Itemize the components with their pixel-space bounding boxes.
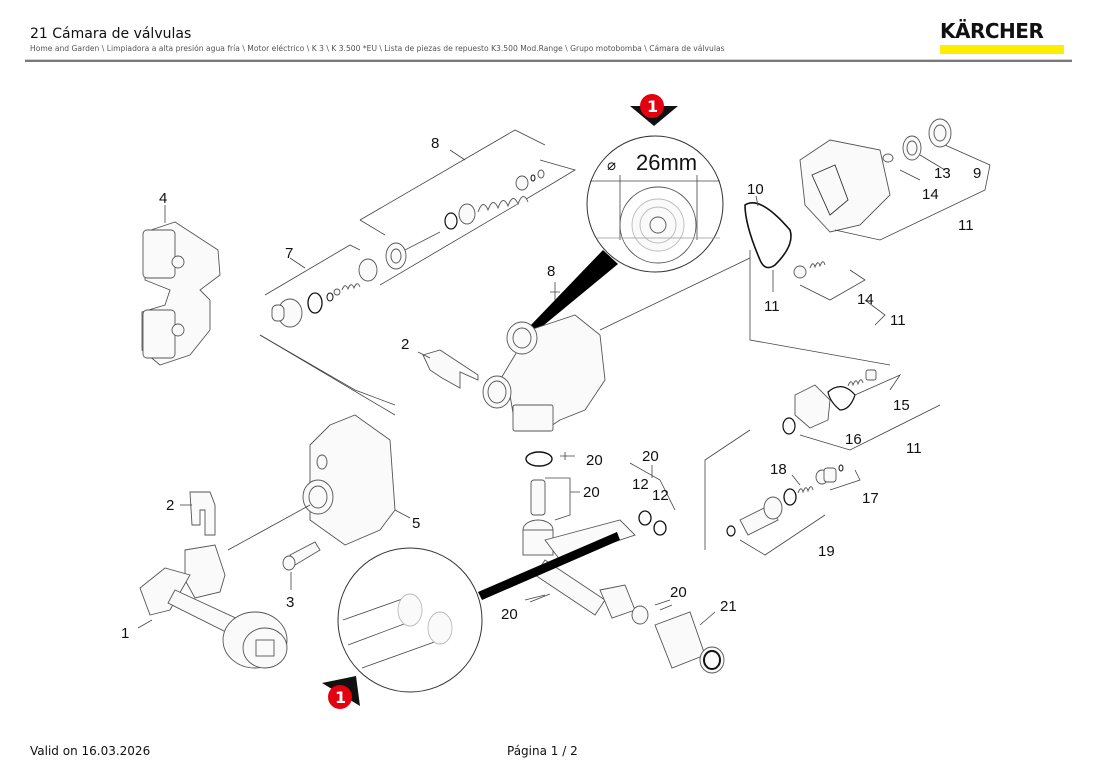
breadcrumb: Home and Garden \ Limpiadora a alta pres… (30, 44, 725, 53)
callout-13: 13 (934, 165, 951, 182)
inlet-tube-assembly[interactable] (522, 451, 636, 616)
karcher-logo: KÄRCHER (940, 20, 1066, 54)
callout-1: 1 (121, 625, 129, 642)
callout-20-oring: 20 (586, 452, 603, 469)
callout-11-lower: 11 (906, 440, 922, 457)
callout-20-stem: 20 (583, 484, 600, 501)
part-3-screw[interactable] (282, 541, 321, 571)
part-19-valve-body[interactable] (726, 488, 797, 537)
detail-view-top: ⌀ 26mm (586, 135, 724, 273)
part-18-spring[interactable] (797, 486, 814, 494)
callout-20-lower: 20 (501, 606, 518, 623)
part-8-valve-components[interactable] (385, 169, 545, 270)
page-number: Página 1 / 2 (507, 744, 578, 758)
callout-9: 9 (973, 165, 981, 182)
callout-11-seal: 11 (764, 298, 780, 315)
pump-head[interactable] (799, 118, 952, 233)
header-divider (25, 59, 1072, 62)
callout-2-central: 2 (401, 336, 409, 353)
callout-11-mid: 11 (890, 312, 906, 329)
part-4-bracket[interactable] (141, 221, 221, 366)
callout-3: 3 (286, 594, 294, 611)
callout-18: 18 (770, 461, 787, 478)
callout-20-pair: 20 (642, 448, 659, 465)
callout-5: 5 (412, 515, 420, 532)
page-title: 21 Cámara de válvulas (30, 26, 192, 42)
part-1-high-pressure-coupling[interactable] (139, 544, 288, 669)
detail-marker-top-label: 1 (647, 97, 658, 116)
callout-8-upper: 8 (431, 135, 439, 152)
callout-19: 19 (818, 543, 835, 560)
logo-wordmark: KÄRCHER (940, 19, 1044, 43)
detail-pointer-top (530, 250, 618, 330)
valve-chamber-housing[interactable] (482, 314, 606, 432)
detail-marker-top (640, 94, 664, 118)
part-17-valve-seat[interactable] (815, 464, 844, 485)
part-12-orings[interactable] (638, 510, 667, 536)
detail-marker-bottom (328, 685, 352, 709)
callout-10: 10 (747, 181, 764, 198)
valid-date: Valid on 16.03.2026 (30, 744, 151, 758)
callout-20-connector: 20 (670, 584, 687, 601)
callout-15: 15 (893, 397, 910, 414)
callout-7: 7 (285, 245, 293, 262)
callout-17: 17 (862, 490, 879, 507)
part-7-valve-assembly[interactable] (271, 258, 378, 328)
callout-21: 21 (720, 598, 737, 615)
logo-accent-bar (940, 45, 1064, 54)
part-5-pump-block[interactable] (302, 414, 396, 546)
part-14-spring-plug[interactable] (793, 261, 826, 279)
callout-8-lower: 8 (547, 263, 555, 280)
detail-pointer-bottom (478, 532, 620, 600)
detail-view-bottom (337, 547, 483, 693)
callout-4: 4 (159, 190, 167, 207)
part-15-spring-valve[interactable] (847, 369, 877, 387)
part-16-valve-insert[interactable] (782, 384, 856, 435)
callout-14-lower: 14 (857, 291, 874, 308)
part-10-seal[interactable] (744, 202, 792, 269)
callout-2-lower: 2 (166, 497, 174, 514)
callout-14-upper: 14 (922, 186, 939, 203)
callout-12-left: 12 (632, 476, 649, 493)
callout-16: 16 (845, 431, 862, 448)
dimension-label: 26mm (636, 150, 697, 175)
part-21-hose-connector[interactable] (599, 584, 725, 674)
callout-11-upper: 11 (958, 217, 974, 234)
diameter-symbol: ⌀ (607, 156, 616, 174)
part-2-clip-central[interactable] (422, 349, 479, 389)
detail-marker-bottom-label: 1 (335, 688, 346, 707)
part-2-clip-lower[interactable] (189, 491, 216, 536)
callout-12-right: 12 (652, 487, 669, 504)
